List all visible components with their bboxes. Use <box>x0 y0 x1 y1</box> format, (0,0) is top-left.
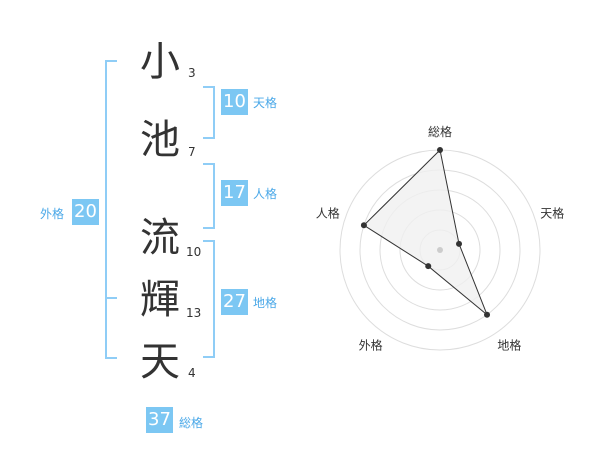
jinkaku-value: 17 <box>221 180 248 206</box>
gaikaku-value: 20 <box>72 199 99 225</box>
given-strokes-3: 4 <box>188 366 196 380</box>
radar-shape <box>360 147 491 318</box>
given-char-2: 輝 <box>140 277 180 323</box>
radar-axis-label-1: 天格 <box>540 206 564 221</box>
radar-point-4 <box>360 222 367 229</box>
tenkaku-bracket <box>203 86 215 139</box>
chikaku-value: 27 <box>221 289 248 315</box>
given-char-1: 流 <box>140 215 180 261</box>
radar-center-dot <box>437 247 443 253</box>
gaikaku-label: 外格 <box>40 207 65 221</box>
chikaku-bracket <box>203 240 215 358</box>
radar-point-0 <box>437 147 443 153</box>
tenkaku-label: 天格 <box>253 96 278 110</box>
surname-char-1: 小 <box>140 39 180 85</box>
chikaku-label: 地格 <box>253 296 278 310</box>
surname-strokes-2: 7 <box>188 145 196 159</box>
soukaku-label: 総格 <box>179 416 204 430</box>
surname-strokes-1: 3 <box>188 66 196 80</box>
radar-point-2 <box>484 311 491 318</box>
jinkaku-bracket <box>203 163 215 229</box>
given-strokes-2: 13 <box>186 306 202 320</box>
jinkaku-label: 人格 <box>253 187 278 201</box>
gaikaku-bracket <box>105 60 117 359</box>
tenkaku-value: 10 <box>221 89 248 115</box>
given-char-3: 天 <box>140 339 180 385</box>
radar-axis-label-2: 地格 <box>497 337 521 352</box>
given-strokes-1: 10 <box>186 245 202 259</box>
radar-point-1 <box>456 240 463 247</box>
radar-axis-label-4: 人格 <box>316 206 340 221</box>
radar-axis-label-3: 外格 <box>359 337 383 352</box>
gaikaku-bracket-tick <box>105 297 117 299</box>
radar-axis-label-0: 総格 <box>428 124 452 139</box>
soukaku-value: 37 <box>146 407 173 433</box>
radar-point-3 <box>425 263 432 270</box>
radar-polygon <box>363 148 488 316</box>
surname-char-2: 池 <box>140 117 180 163</box>
